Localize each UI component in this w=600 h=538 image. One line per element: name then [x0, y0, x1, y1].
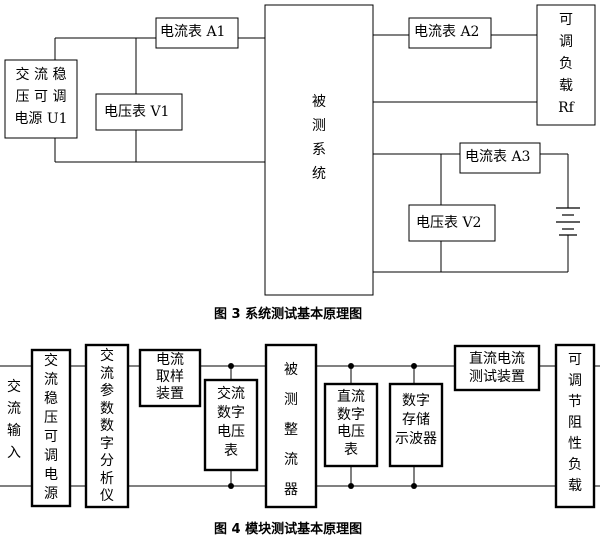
fig3-a1-label: 电流表 A1: [160, 24, 226, 40]
fig4-dc-voltmeter-box: [323, 382, 379, 468]
load-line: 载: [559, 78, 573, 94]
fig4-ac-source-label: 交流稳压可调电源: [44, 353, 58, 502]
fig3-source-label: 交 流 稳 压 可 调 电源 U1: [5, 64, 77, 130]
fig4-dc-current-label: 直流电流 测试装置: [455, 350, 539, 386]
fig3-wires: [54, 34, 569, 273]
fig4-rectifier-box: [264, 343, 318, 509]
oscilloscope-line: 数字: [402, 393, 430, 409]
ac-voltmeter-line: 电压: [217, 424, 245, 440]
fig3-caption: 图 3 系统测试基本原理图: [214, 307, 363, 322]
load-line: 调: [559, 34, 573, 50]
fig4-junction-dots: [228, 363, 417, 489]
ac-voltmeter-line: 数字: [217, 405, 245, 421]
fig3-a3-label: 电流表 A3: [465, 149, 531, 165]
fig4-sampler-box: [138, 348, 202, 408]
fig3-v1-label: 电压表 V1: [104, 104, 170, 120]
load-line: Rf: [558, 100, 574, 116]
dc-voltmeter-line: 电压: [337, 424, 365, 440]
fig3-a3-box: [459, 142, 541, 174]
fig3-a2-box: [408, 17, 492, 49]
fig4-ac-voltmeter-box: [203, 378, 259, 472]
fig4-oscilloscope-box: [388, 382, 444, 468]
junction-dot: [228, 363, 234, 369]
oscilloscope-line: 示波器: [395, 431, 437, 447]
fig4-analyzer-box: [84, 343, 130, 509]
fig3-source-box: [4, 59, 78, 139]
fig3-a2-label: 电流表 A2: [414, 24, 480, 40]
fig4-ac-voltmeter-label: 交流 数字 电压 表: [205, 385, 257, 461]
fig3-a1-box: [155, 17, 239, 49]
fig4-load-label: 可调节阻性负载: [568, 352, 582, 494]
source-line: 交 流 稳: [15, 67, 67, 83]
fig4-sampler-label: 电流 取样 装置: [140, 352, 200, 403]
source-line: 压 可 调: [15, 89, 67, 105]
fig3-system-box: [264, 4, 374, 296]
sampler-line: 取样: [156, 369, 184, 385]
fig3-system-label: 被测系统: [312, 94, 326, 182]
dc-current-line: 直流电流: [469, 351, 525, 367]
fig3-battery-symbol: [556, 207, 580, 236]
load-line: 可: [559, 12, 573, 28]
fig4-dc-voltmeter-label: 直流 数字 电压 表: [325, 389, 377, 459]
junction-dot: [348, 363, 354, 369]
fig4-ac-input-label: 交流输入: [7, 379, 21, 461]
fig3-v1-box: [95, 93, 183, 131]
fig3-load-box: [536, 4, 596, 126]
dc-voltmeter-line: 直流: [337, 389, 365, 405]
fig4-boxes: [30, 343, 596, 509]
fig4-analyzer-label: 交流参数数字分析仪: [100, 348, 114, 504]
junction-dot: [348, 483, 354, 489]
sampler-line: 装置: [156, 386, 184, 402]
sampler-line: 电流: [156, 352, 184, 368]
fig4-oscilloscope-label: 数字 存储 示波器: [390, 392, 442, 449]
fig3-load-label: 可 调 负 载 Rf: [537, 9, 595, 119]
fig4-ac-source-box: [30, 348, 72, 508]
junction-dot: [228, 483, 234, 489]
dc-voltmeter-line: 数字: [337, 406, 365, 423]
junction-dot: [411, 483, 417, 489]
fig3-v2-box: [408, 204, 496, 242]
ac-voltmeter-line: 交流: [217, 386, 245, 402]
ac-voltmeter-line: 表: [224, 443, 238, 459]
oscilloscope-line: 存储: [402, 412, 430, 428]
dc-current-line: 测试装置: [469, 369, 525, 385]
fig3-boxes: [4, 4, 596, 296]
fig4-rectifier-label: 被测整流器: [284, 362, 298, 498]
source-line: 电源 U1: [14, 111, 68, 127]
fig3-v2-label: 电压表 V2: [416, 215, 482, 231]
load-line: 负: [559, 56, 573, 72]
dc-voltmeter-line: 表: [344, 441, 358, 458]
fig4-caption: 图 4 模块测试基本原理图: [214, 522, 363, 537]
junction-dot: [411, 363, 417, 369]
fig4-dc-current-box: [453, 344, 541, 392]
fig4-load-box: [554, 343, 596, 509]
